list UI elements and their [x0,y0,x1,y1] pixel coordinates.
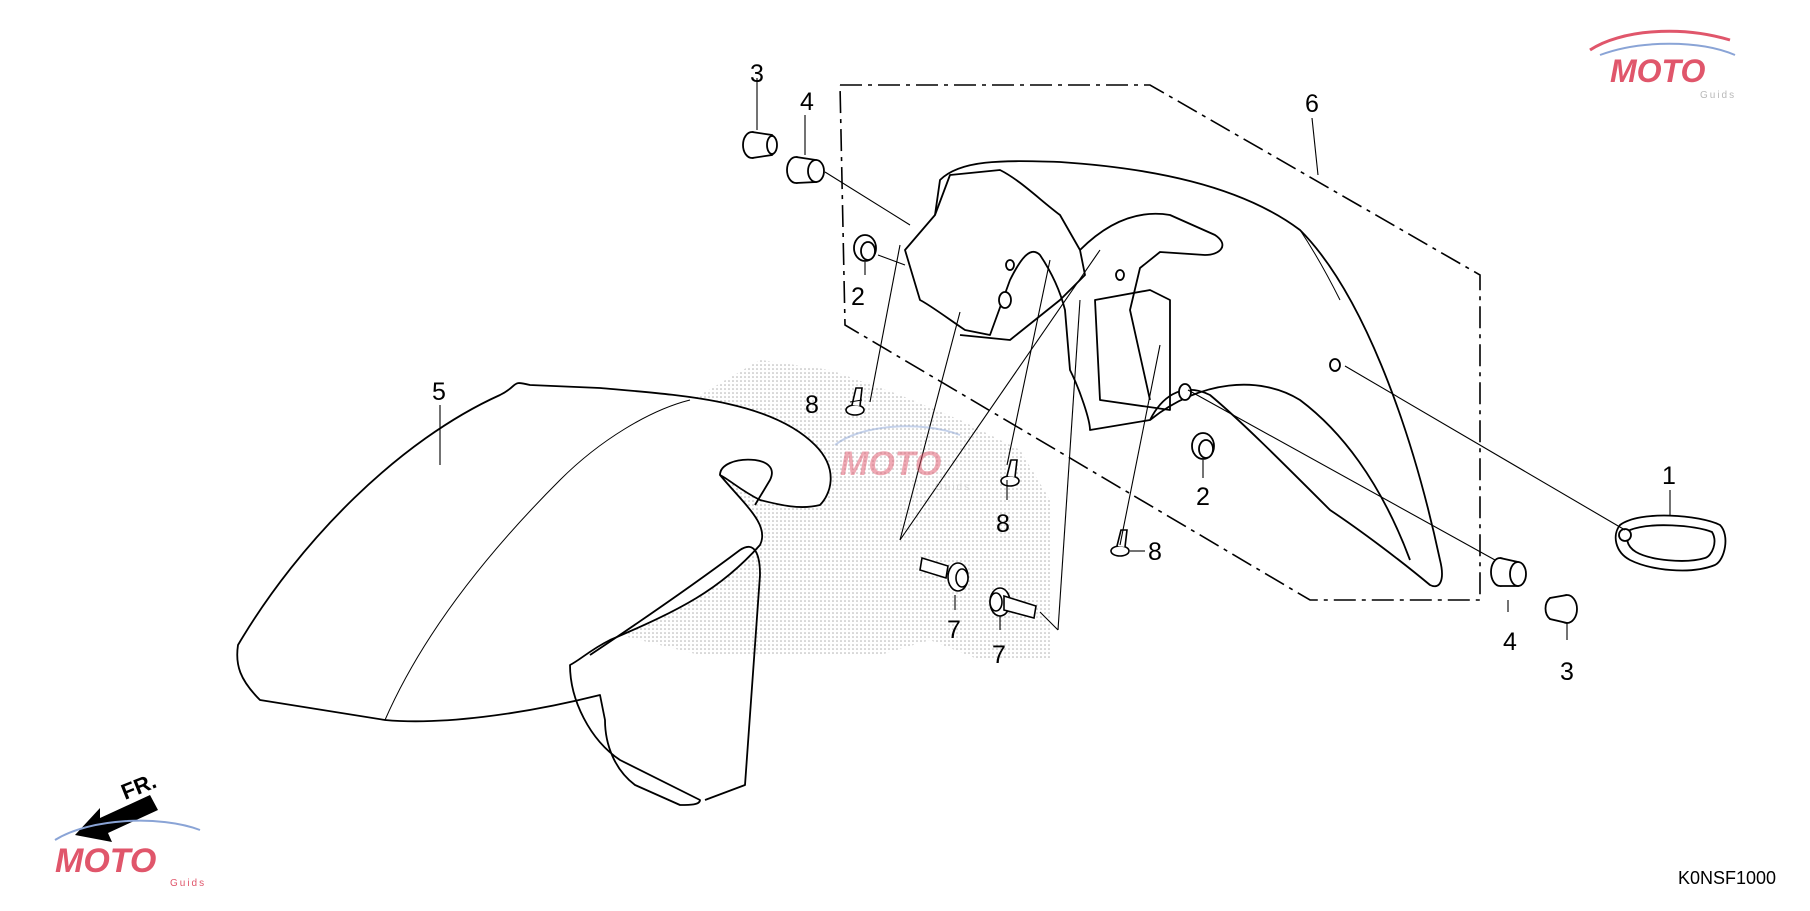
svg-text:MOTO: MOTO [1610,53,1706,89]
callout-7-left: 7 [947,616,961,644]
grommet-part-top [786,156,825,184]
callout-4-top: 4 [800,88,814,116]
front-fender-part [236,382,832,806]
callout-1: 1 [1662,462,1676,490]
clip-part [1614,514,1727,572]
grommet-part-right [1490,557,1527,587]
nut-part-top [853,234,877,262]
callout-6: 6 [1305,90,1319,118]
diagram-code: K0NSF1000 [1677,868,1776,888]
svg-text:MOTO: MOTO [840,445,941,483]
callout-3-right: 3 [1560,658,1574,686]
watermark-logo-top: MOTO Guids [1589,29,1736,101]
screw-part-3 [1110,529,1130,557]
svg-text:Guids: Guids [170,878,206,889]
collar-part-right [1544,594,1578,624]
assembly-box [839,84,1481,601]
callout-4-right: 4 [1503,628,1517,656]
leader-lines [439,78,1671,640]
callout-7-right: 7 [992,641,1006,669]
svg-text:Guids: Guids [935,482,971,493]
callout-2-bottom: 2 [1196,483,1210,511]
callout-2-top: 2 [851,283,865,311]
callout-8-middle: 8 [996,510,1010,538]
collar-part-top [742,131,778,159]
bolt-part-1 [919,556,969,592]
callout-5: 5 [432,378,446,406]
callout-3-top: 3 [750,60,764,88]
callout-8-right: 8 [1148,538,1162,566]
callout-8-left: 8 [805,391,819,419]
screw-part-2 [1000,459,1020,487]
front-direction-arrow: FR. [75,768,160,842]
svg-text:Guids: Guids [1700,90,1736,101]
watermark-logo-center: MOTO Guids [834,425,971,493]
svg-text:FR.: FR. [118,768,160,804]
nut-part-bottom [1191,432,1215,460]
watermark-logo-bottom: MOTO Guids [54,819,206,889]
svg-text:MOTO: MOTO [55,842,156,880]
